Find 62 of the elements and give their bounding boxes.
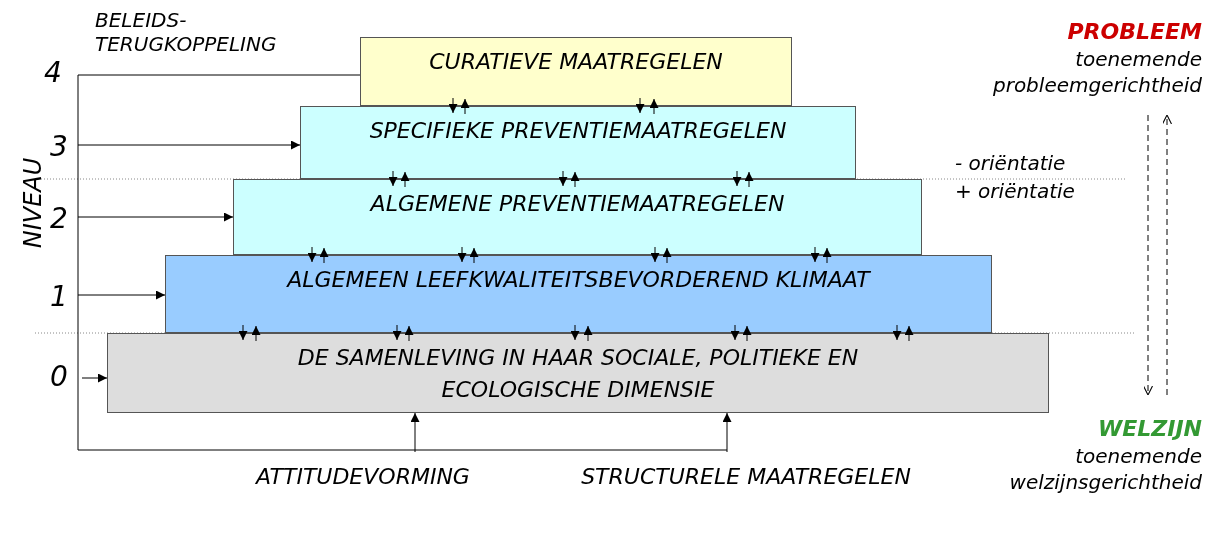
arrow [635,97,645,114]
level-number: 4 [44,55,62,91]
scale-heading: PROBLEEM [1067,18,1202,46]
arrow [251,325,261,342]
arrow [77,290,166,300]
box-label: CURATIEVE MAATREGELEN [429,48,723,76]
axis-title: NIVEAU [18,157,49,249]
arrow [319,247,329,264]
feedback-line [77,74,361,76]
level-number: 1 [50,279,68,315]
arrow [77,212,234,222]
feedback-title: BELEIDS- TERUGKOPPELING [95,8,278,56]
arrow [650,246,660,263]
arrow [744,171,754,188]
arrow [81,373,108,383]
arrow [662,247,672,264]
arrow [460,98,470,115]
box-label: SPECIFIEKE PREVENTIEMAATREGELEN [369,117,787,145]
arrow [1142,114,1154,396]
level-number: 2 [50,201,68,237]
feedback-label: STRUCTURELE MAATREGELEN [581,463,911,491]
arrow [730,324,740,341]
arrow [810,246,820,263]
arrow [570,324,580,341]
box-label: ALGEMENE PREVENTIEMAATREGELEN [370,190,785,218]
arrow [77,140,301,150]
arrow [742,325,752,342]
arrow [822,247,832,264]
level-number: 0 [50,359,68,395]
arrow [722,412,732,453]
arrow [558,170,568,187]
arrow [400,171,410,188]
level-box [107,333,1049,413]
arrow [570,171,580,188]
arrow [469,247,479,264]
arrow [732,170,742,187]
level-box [300,106,856,179]
arrow [457,246,467,263]
box-label: DE SAMENLEVING IN HAAR SOCIALE, POLITIEKE EN ECOLOGISCHE DIMENSIE [296,344,860,404]
arrow [392,324,402,341]
feedback-label: ATTITUDEVORMING [256,463,470,491]
arrow [388,170,398,187]
arrow [892,324,902,341]
scale-description: toenemende probleemgerichtheid [991,46,1202,98]
arrow [307,246,317,263]
arrow [238,324,248,341]
scale-description: toenemende welzijnsgerichtheid [1008,443,1202,495]
level-box [233,179,922,255]
arrow [404,325,414,342]
arrow [448,97,458,114]
arrow [904,325,914,342]
arrow [649,98,659,115]
orientation-label: + oriëntatie [955,178,1075,205]
level-number: 3 [50,129,68,165]
level-box [165,255,992,333]
level-box [360,37,792,106]
arrow [1161,114,1173,396]
box-label: ALGEMEEN LEEFKWALITEITSBEVORDEREND KLIMAAT [287,266,870,294]
arrow [583,325,593,342]
orientation-label: - oriëntatie [955,150,1066,177]
scale-heading: WELZIJN [1097,415,1202,443]
arrow [410,412,420,453]
